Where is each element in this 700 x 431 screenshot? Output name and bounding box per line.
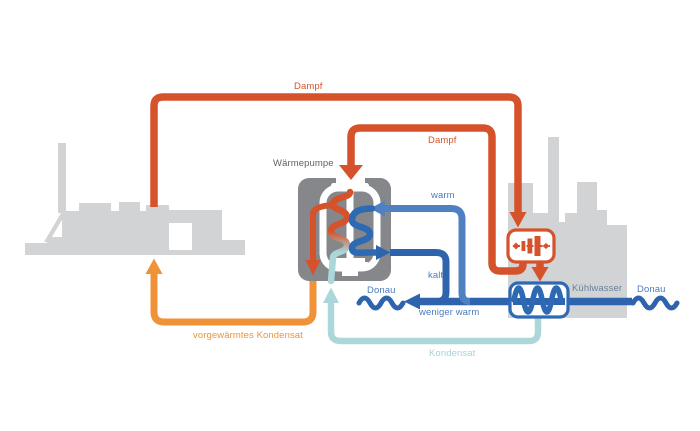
river-wave-icon bbox=[356, 295, 406, 311]
arrow-kondensat-into-factory bbox=[145, 258, 163, 274]
label-donau-right: Donau bbox=[637, 284, 666, 295]
label-kalt: kalt bbox=[428, 270, 444, 281]
label-donau-left: Donau bbox=[367, 285, 396, 296]
heatpump-hot-coil bbox=[327, 188, 354, 285]
pipe-kalt bbox=[390, 249, 450, 305]
label-dampf-heatpump: Dampf bbox=[428, 135, 457, 146]
arrow-warm-into-heatpump bbox=[370, 200, 385, 217]
heatpump-water-coil bbox=[348, 205, 391, 260]
pipe-vorgewaermtes-kondensat bbox=[150, 272, 317, 326]
label-kondensat: Kondensat bbox=[429, 348, 476, 359]
label-warm: warm bbox=[431, 190, 455, 201]
pipe-kondensat bbox=[327, 303, 542, 345]
label-dampf-main: Dampf bbox=[294, 81, 323, 92]
arrow-dampf-into-heatpump bbox=[339, 165, 363, 180]
arrow-outflow-to-donau bbox=[404, 293, 420, 310]
pipe-warm bbox=[385, 205, 471, 305]
arrow-kondensat-into-heatpump bbox=[323, 287, 339, 303]
arrow-exhaust-into-exchanger bbox=[531, 267, 549, 282]
label-vorgewaermtes-kondensat: vorgewärmtes Kondensat bbox=[193, 330, 303, 341]
river-wave-icon bbox=[630, 295, 680, 311]
pipe-dampf-main bbox=[150, 93, 522, 214]
pipe-dampf-heatpump bbox=[347, 124, 527, 275]
heatpump-hot-outlet bbox=[305, 202, 337, 276]
turbine-icon bbox=[506, 228, 556, 264]
label-weniger-warm: weniger warm bbox=[419, 307, 480, 318]
factory-silhouette-left-icon bbox=[25, 143, 245, 255]
label-kuehlwasser: Kühlwasser bbox=[572, 283, 623, 294]
label-waermepumpe: Wärmepumpe bbox=[273, 158, 334, 169]
cooling-water-heat-exchanger-icon bbox=[508, 281, 570, 319]
arrow-dampf-into-turbine bbox=[509, 212, 527, 228]
